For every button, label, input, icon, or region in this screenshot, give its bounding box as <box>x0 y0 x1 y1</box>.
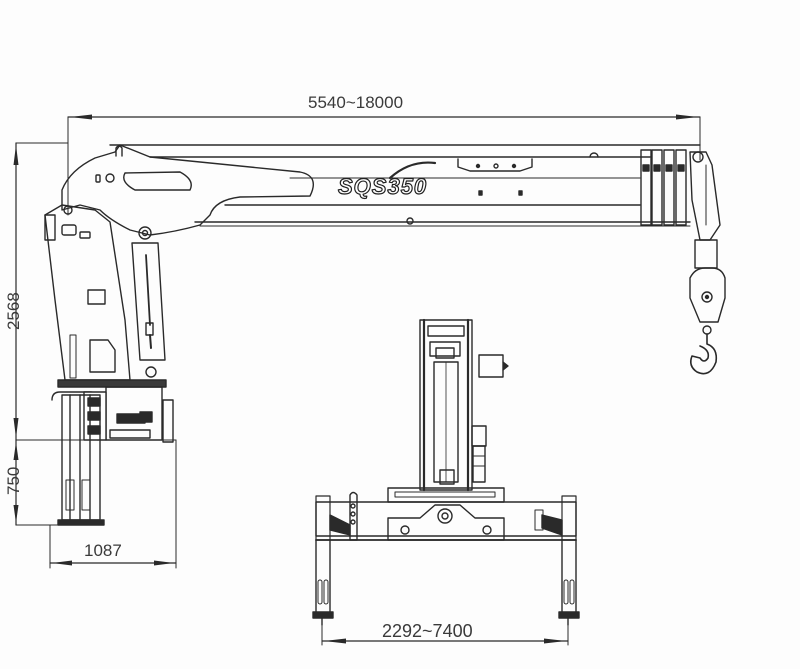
boom-base-bracket <box>61 144 314 240</box>
boom-tip-sections <box>640 149 721 241</box>
pedestal-height-label: 750 <box>4 467 23 495</box>
overall-height-label: 2568 <box>4 292 23 330</box>
crane-column <box>44 204 131 381</box>
outrigger-leg-left <box>312 539 334 626</box>
boom-reach-label: 5540~18000 <box>308 93 403 112</box>
base-width-label: 1087 <box>84 541 122 560</box>
model-logo-text: SQS350 <box>338 174 427 199</box>
front-base-frame <box>315 487 577 541</box>
front-mast <box>419 318 509 492</box>
dimension-base-width: 1087 <box>49 439 177 569</box>
model-logo: SQS350 <box>337 161 437 200</box>
crane-side-view: SQS350 <box>44 144 726 526</box>
dimension-boom-reach: 5540~18000 <box>67 93 701 216</box>
luffing-cylinder <box>131 242 166 378</box>
telescopic-boom <box>109 144 701 227</box>
outrigger-span-label: 2292~7400 <box>382 621 473 641</box>
dimension-outrigger-span: 2292~7400 <box>321 621 569 646</box>
side-pedestal-leg <box>57 394 105 526</box>
dimension-pedestal-height: 750 <box>4 439 61 526</box>
outrigger-leg-right <box>558 539 580 626</box>
dimension-overall-height: 2568 <box>4 142 69 441</box>
hook-block <box>689 239 726 375</box>
crane-front-view <box>312 318 580 626</box>
